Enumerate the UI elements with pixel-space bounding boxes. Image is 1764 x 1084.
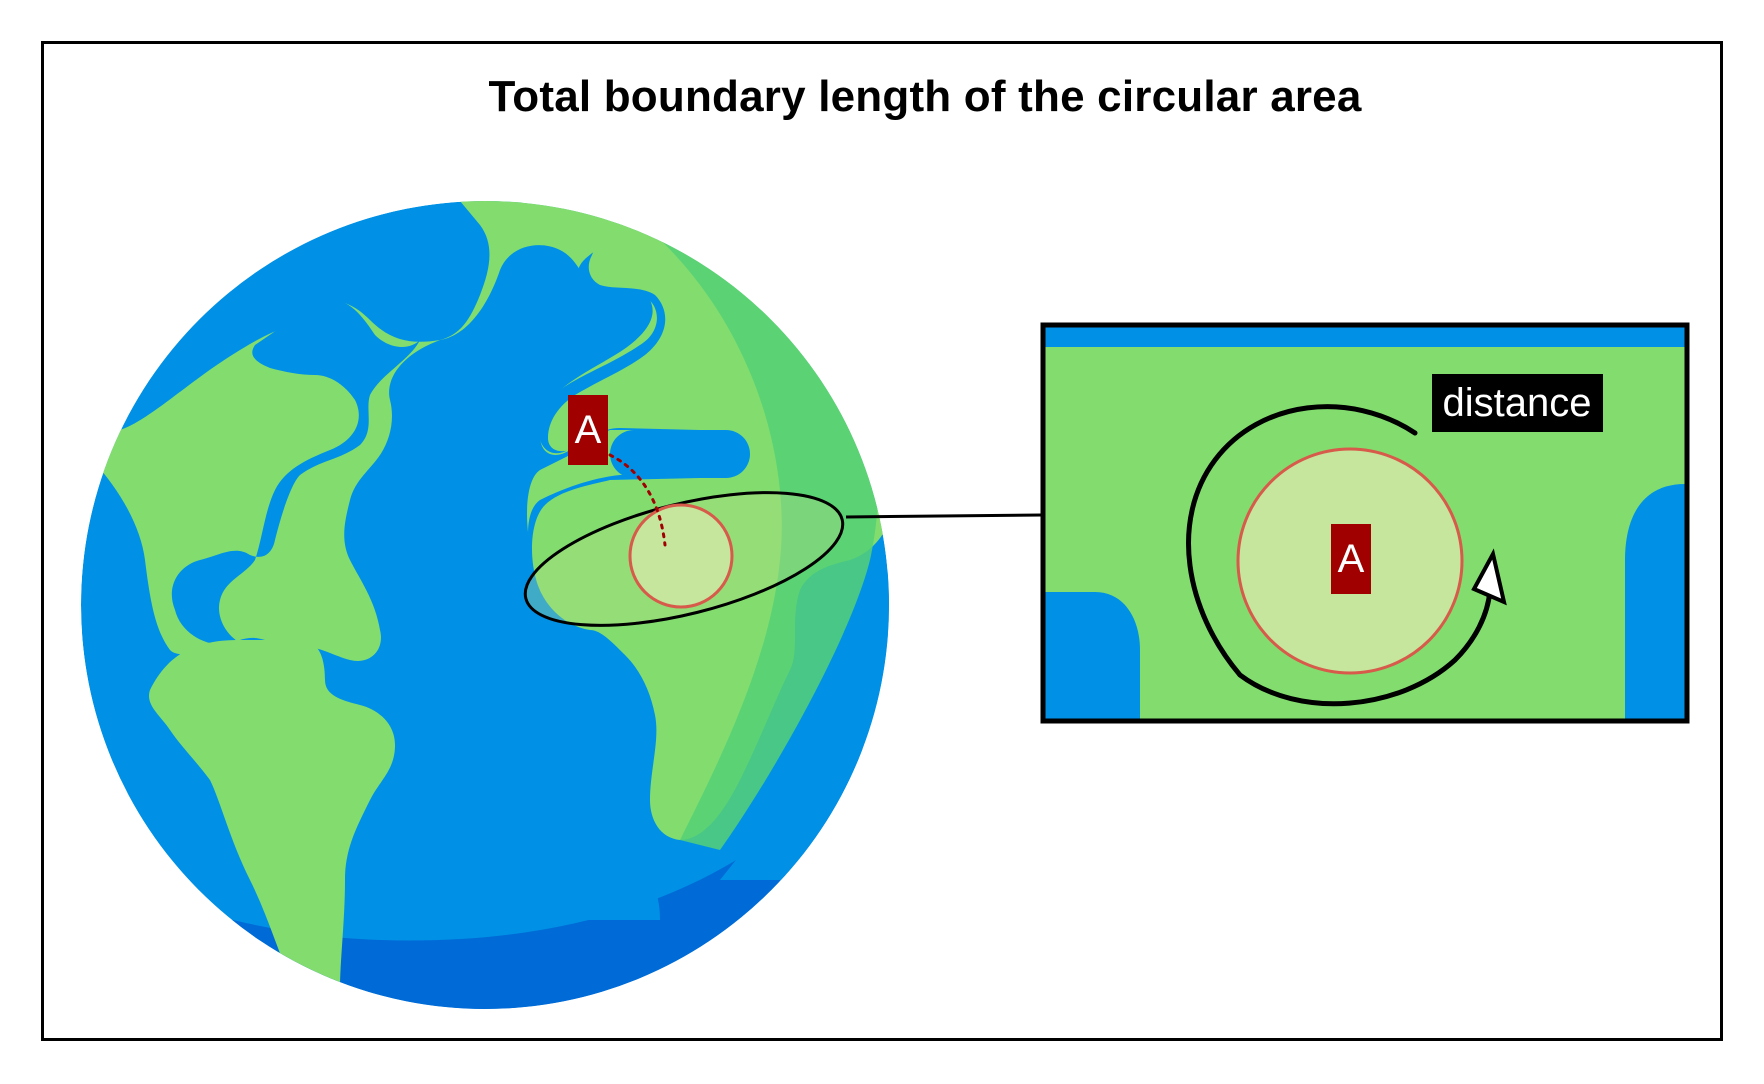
inset-ocean-right [1625, 484, 1685, 719]
marker-a-label: A [575, 408, 602, 452]
inset-ocean-top [1045, 327, 1685, 347]
inset-marker-a-label: A [1338, 537, 1365, 581]
distance-arrow [1186, 404, 1493, 707]
inset-border [1040, 322, 1690, 724]
inset-marker-a: A [1331, 524, 1371, 594]
distance-label: distance [1443, 381, 1592, 425]
distance-arrowhead [1471, 548, 1507, 606]
globe-terminator [650, 230, 879, 850]
connector-line [845, 513, 1043, 519]
globe: A [81, 201, 889, 1009]
circular-area [628, 503, 734, 609]
land-south-america [149, 640, 395, 1000]
distance-label-box: distance [1432, 374, 1603, 432]
diagram-title: Total boundary length of the circular ar… [488, 72, 1362, 121]
mediterranean-sea [610, 430, 750, 478]
inset-ocean-left [1045, 592, 1140, 719]
marker-a: A [568, 395, 608, 465]
marker-leader [608, 453, 667, 547]
hudson-bay [171, 299, 420, 645]
inset-zoom: A distance [1040, 322, 1690, 724]
